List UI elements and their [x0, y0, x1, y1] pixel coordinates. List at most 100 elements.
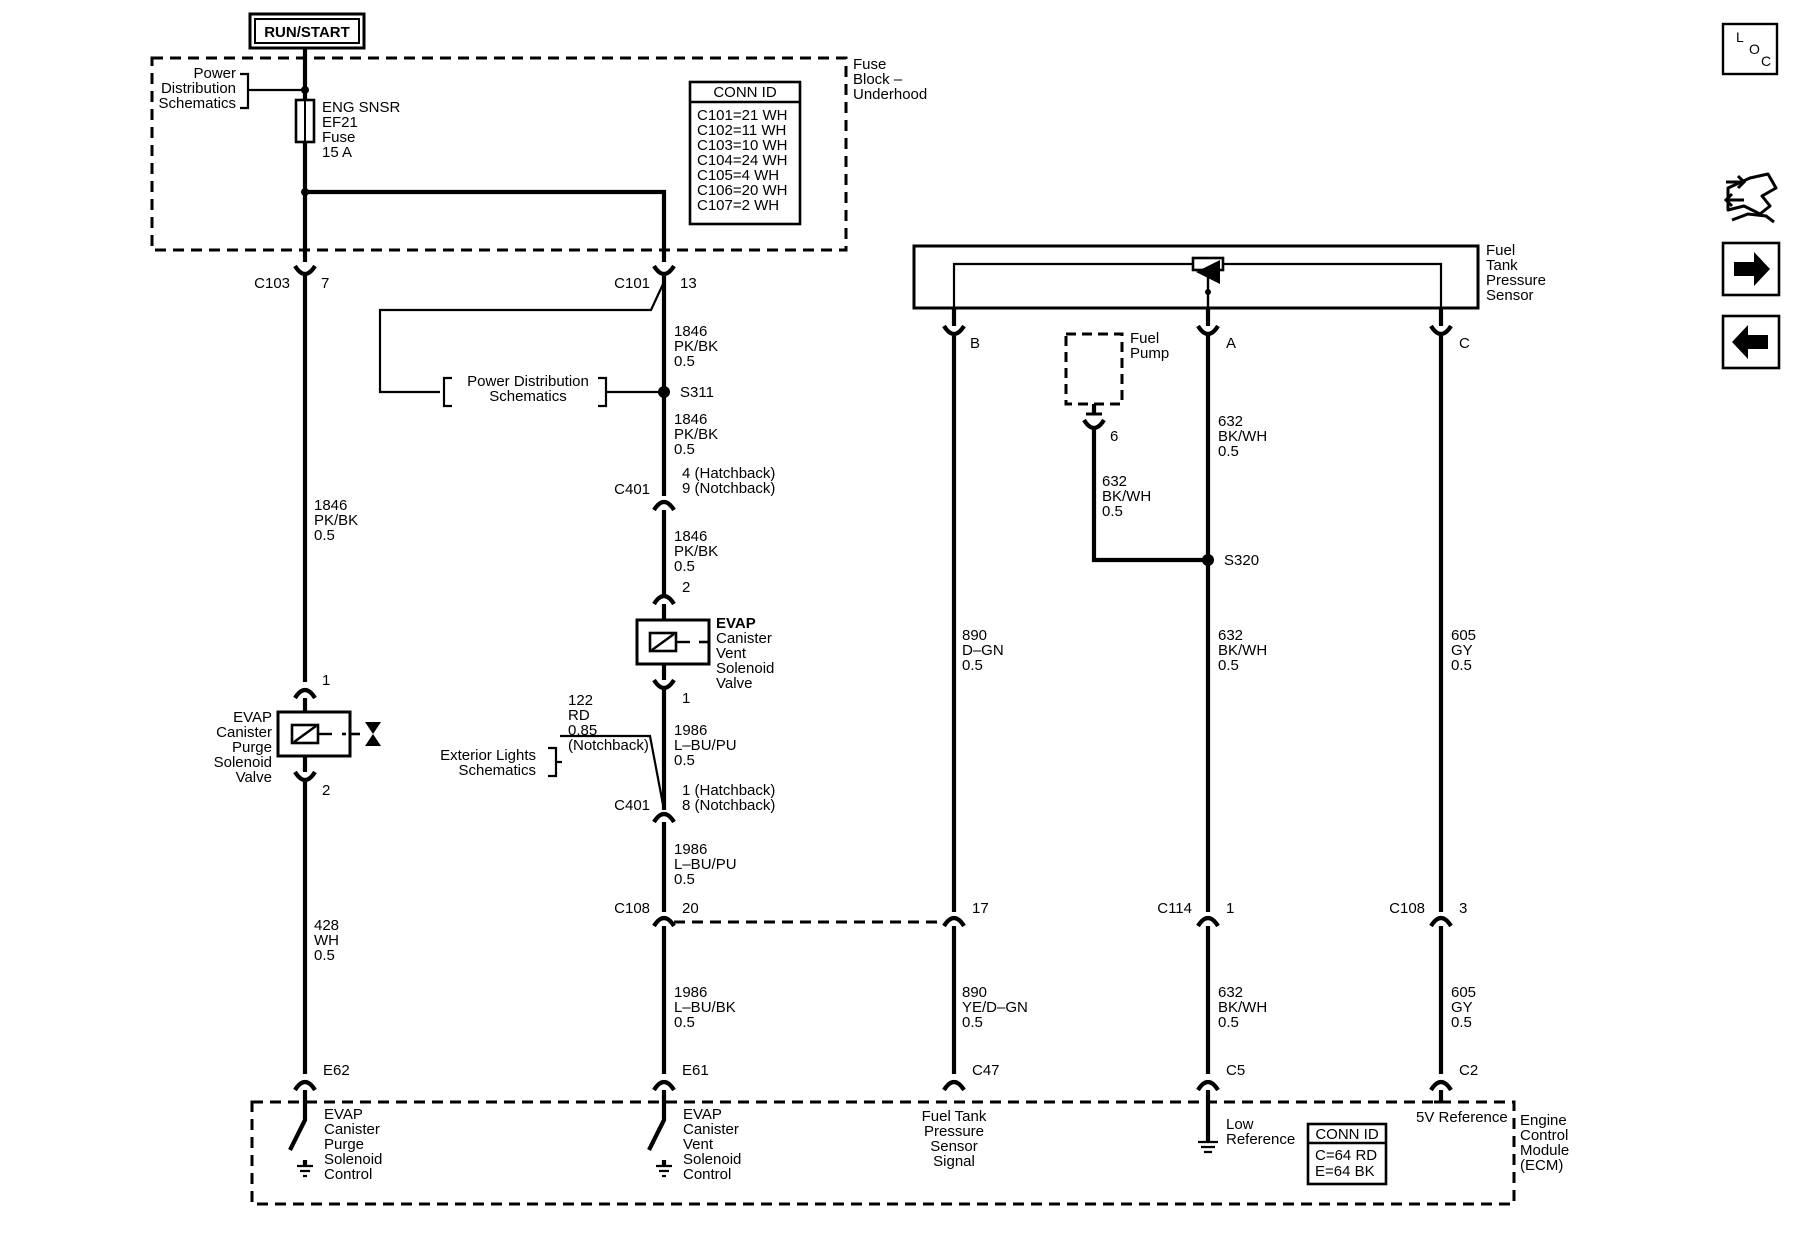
evap-canister-purge-solenoid-valve — [276, 710, 381, 758]
svg-text:Vent: Vent — [716, 645, 747, 662]
wire-1986-label-a: 1986 L–BU/PU 0.5 — [674, 722, 737, 769]
previous-page-button[interactable] — [1721, 314, 1781, 370]
connector-vent-pin1: 1 — [652, 678, 690, 707]
svg-text:Solenoid: Solenoid — [324, 1151, 382, 1168]
svg-text:2: 2 — [322, 782, 330, 799]
svg-text:890: 890 — [962, 984, 987, 1001]
svg-text:17: 17 — [972, 900, 989, 917]
svg-text:C104=24 WH: C104=24 WH — [697, 152, 787, 169]
svg-text:632: 632 — [1102, 473, 1127, 490]
svg-text:Pump: Pump — [1130, 345, 1169, 362]
svg-text:0.5: 0.5 — [962, 1014, 983, 1031]
wire-605-label-a: 605 GY 0.5 — [1451, 627, 1476, 674]
svg-text:0.5: 0.5 — [962, 657, 983, 674]
fuel-tank-sensor-label: Fuel Tank Pressure Sensor — [1486, 242, 1546, 304]
wire-632-label-a: 632 BK/WH 0.5 — [1218, 413, 1267, 460]
svg-text:Module: Module — [1520, 1142, 1569, 1159]
svg-text:D–GN: D–GN — [962, 642, 1004, 659]
ecm-title: Engine Control Module (ECM) — [1520, 1112, 1569, 1174]
ecm-purge-control-switch — [288, 1090, 313, 1178]
wire-632-label-c: 632 BK/WH 0.5 — [1218, 984, 1267, 1031]
svg-text:C=64 RD: C=64 RD — [1315, 1147, 1377, 1164]
fuse-label: ENG SNSR EF21 Fuse 15 A — [322, 99, 401, 161]
svg-text:E=64 BK: E=64 BK — [1315, 1163, 1375, 1180]
purge-valve-label: EVAP Canister Purge Solenoid Valve — [214, 709, 272, 786]
svg-text:C47: C47 — [972, 1062, 1000, 1079]
connector-vent-pin2: 2 — [652, 579, 690, 606]
loc-letter-l: L — [1736, 29, 1744, 45]
svg-text:5V Reference: 5V Reference — [1416, 1109, 1508, 1126]
ecm-purge-control-label: EVAP Canister Purge Solenoid Control — [324, 1106, 382, 1183]
wire-1846-label-d: 1846 PK/BK 0.5 — [674, 528, 718, 575]
svg-text:Block –: Block – — [853, 71, 903, 88]
svg-text:632: 632 — [1218, 984, 1243, 1001]
location-button[interactable]: L O C — [1721, 22, 1779, 76]
svg-text:Canister: Canister — [716, 630, 772, 647]
svg-text:C5: C5 — [1226, 1062, 1245, 1079]
svg-text:0.5: 0.5 — [1451, 1014, 1472, 1031]
svg-text:Control: Control — [1520, 1127, 1568, 1144]
connector-c114: C114 1 — [1157, 900, 1234, 928]
svg-text:WH: WH — [314, 932, 339, 949]
valve-symbol-icon — [365, 722, 381, 746]
svg-text:C101=21 WH: C101=21 WH — [697, 107, 787, 124]
svg-text:605: 605 — [1451, 984, 1476, 1001]
arrow-left-icon — [1732, 325, 1768, 359]
svg-text:Canister: Canister — [216, 724, 272, 741]
svg-text:2: 2 — [682, 579, 690, 596]
svg-text:C108: C108 — [614, 900, 650, 917]
svg-text:0.5: 0.5 — [674, 353, 695, 370]
svg-text:PK/BK: PK/BK — [674, 543, 718, 560]
svg-text:Engine: Engine — [1520, 1112, 1567, 1129]
svg-text:E62: E62 — [323, 1062, 350, 1079]
svg-text:Power Distribution: Power Distribution — [467, 373, 589, 390]
ecm-vent-control-label: EVAP Canister Vent Solenoid Control — [683, 1106, 741, 1183]
svg-text:428: 428 — [314, 917, 339, 934]
wire-890-label-a: 890 D–GN 0.5 — [962, 627, 1004, 674]
svg-text:Valve: Valve — [236, 769, 272, 786]
svg-text:GY: GY — [1451, 999, 1473, 1016]
svg-text:C108: C108 — [1389, 900, 1425, 917]
connector-link-icon[interactable] — [1723, 172, 1778, 224]
svg-text:L–BU/BK: L–BU/BK — [674, 999, 736, 1016]
svg-text:A: A — [1226, 335, 1236, 352]
wire-632-pump-label: 632 BK/WH 0.5 — [1102, 473, 1151, 520]
svg-text:(ECM): (ECM) — [1520, 1157, 1563, 1174]
svg-text:Solenoid: Solenoid — [683, 1151, 741, 1168]
svg-text:1: 1 — [682, 690, 690, 707]
svg-text:Fuel: Fuel — [1486, 242, 1515, 259]
svg-text:Solenoid: Solenoid — [214, 754, 272, 771]
svg-text:Purge: Purge — [232, 739, 272, 756]
svg-text:0.5: 0.5 — [1218, 443, 1239, 460]
next-page-button[interactable] — [1721, 241, 1781, 297]
svg-text:Schematics: Schematics — [158, 95, 236, 112]
svg-text:C102=11 WH: C102=11 WH — [697, 122, 786, 139]
svg-text:B: B — [970, 335, 980, 352]
connector-c47: C47 — [942, 1062, 1000, 1092]
svg-text:BK/WH: BK/WH — [1218, 642, 1267, 659]
svg-text:1986: 1986 — [674, 722, 707, 739]
svg-text:Fuel: Fuel — [1130, 330, 1159, 347]
svg-text:0.5: 0.5 — [674, 871, 695, 888]
svg-text:RD: RD — [568, 707, 590, 724]
connector-e62: E62 — [293, 1062, 350, 1092]
svg-text:GY: GY — [1451, 642, 1473, 659]
svg-text:Fuse: Fuse — [322, 129, 355, 146]
connector-c5: C5 — [1196, 1062, 1245, 1092]
svg-text:0.5: 0.5 — [1218, 1014, 1239, 1031]
svg-text:Distribution: Distribution — [161, 80, 236, 97]
wire-1986-label-c: 1986 L–BU/BK 0.5 — [674, 984, 736, 1031]
svg-text:C401: C401 — [614, 797, 650, 814]
svg-text:15 A: 15 A — [322, 144, 352, 161]
svg-text:605: 605 — [1451, 627, 1476, 644]
connector-c401-upper: C401 4 (Hatchback) 9 (Notchback) — [614, 465, 775, 512]
svg-text:C: C — [1459, 335, 1470, 352]
connector-sensor-b: B — [942, 324, 980, 352]
svg-text:1: 1 — [322, 672, 330, 689]
ecm-5v-reference: 5V Reference — [1416, 1090, 1508, 1126]
svg-text:BK/WH: BK/WH — [1218, 999, 1267, 1016]
fuse-block-enclosure — [150, 56, 848, 252]
svg-text:C401: C401 — [614, 481, 650, 498]
svg-text:C103=10 WH: C103=10 WH — [697, 137, 787, 154]
svg-text:9 (Notchback): 9 (Notchback) — [682, 480, 775, 497]
